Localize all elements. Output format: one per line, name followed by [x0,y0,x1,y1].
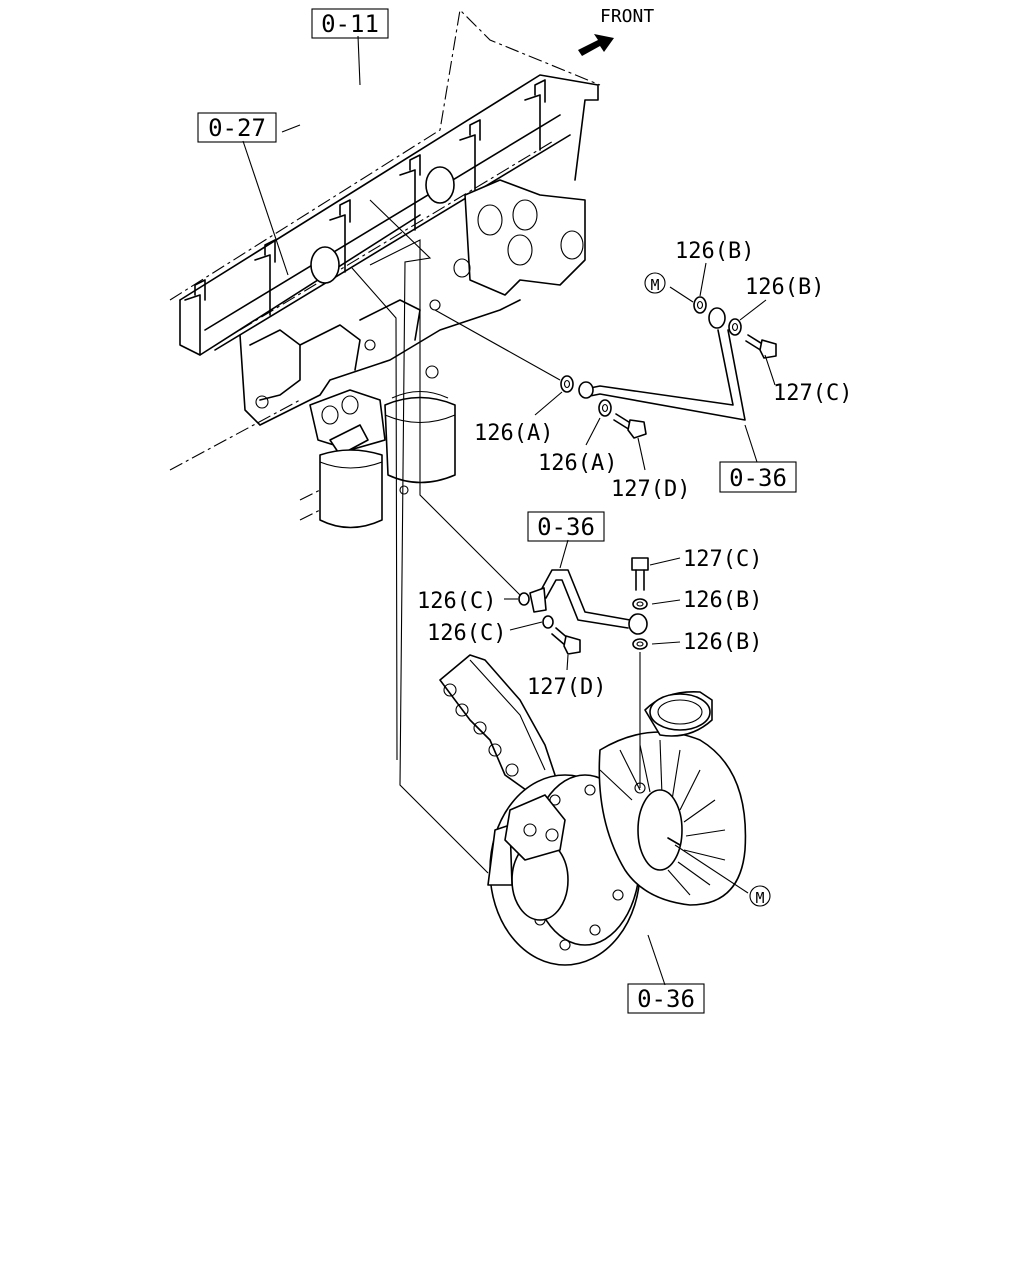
washer-126C-2 [542,615,554,629]
label-126A-1: 126(A) [474,421,553,446]
bolt-127C-1 [745,334,777,359]
ref-0-36-middle-label: 0-36 [537,513,595,541]
label-127C-1: 127(C) [773,381,852,406]
washer-126C-1 [518,592,530,606]
ref-box-0-36-lower: 0-36 [627,983,705,1014]
marker-m-upper: M [644,272,666,294]
part-labels: 126(B) 126(B) 127(C) 126(A) 126(A) 127(D… [417,239,852,700]
ref-box-0-36-middle: 0-36 [527,511,605,542]
washer-126A-1 [560,375,574,393]
ref-0-36-upper-label: 0-36 [729,464,787,492]
label-126B-1: 126(B) [675,239,754,264]
washer-126B-1 [693,296,707,314]
label-127C-2: 127(C) [683,547,762,572]
label-126A-2: 126(A) [538,451,617,476]
bolt-127D-1 [613,413,647,439]
turbocharger-illustration [439,654,747,966]
washer-126B-2 [728,318,742,336]
marker-m-lower: M [749,885,771,907]
label-126B-4: 126(B) [683,630,762,655]
ref-box-0-36-upper: 0-36 [719,461,797,493]
ref-0-27-label: 0-27 [208,114,266,142]
marker-m-lower-label: M [755,889,764,907]
marker-m-upper-label: M [650,276,659,294]
front-indicator: FRONT [578,6,654,56]
washer-126A-2 [598,399,612,417]
engine-block-illustration [169,8,601,529]
front-arrow-icon [578,34,614,56]
washer-126B-3 [632,598,648,610]
bolt-127C-2 [631,557,649,591]
label-127D-2: 127(D) [527,675,606,700]
leader-lines [242,35,776,986]
lower-oil-pipe [529,569,648,635]
label-127D-1: 127(D) [611,477,690,502]
label-126C-2: 126(C) [427,621,506,646]
label-126C-1: 126(C) [417,589,496,614]
ref-box-0-27: 0-27 [197,112,277,143]
label-126B-3: 126(B) [683,588,762,613]
ref-0-36-lower-label: 0-36 [637,985,695,1013]
label-126B-2: 126(B) [745,275,824,300]
upper-oil-feed-pipe [578,307,746,421]
front-label: FRONT [600,6,654,27]
ref-box-0-11: 0-11 [311,8,389,39]
bolt-127D-2 [551,627,581,655]
washer-126B-4 [632,638,648,650]
ref-0-11-label: 0-11 [321,10,379,38]
